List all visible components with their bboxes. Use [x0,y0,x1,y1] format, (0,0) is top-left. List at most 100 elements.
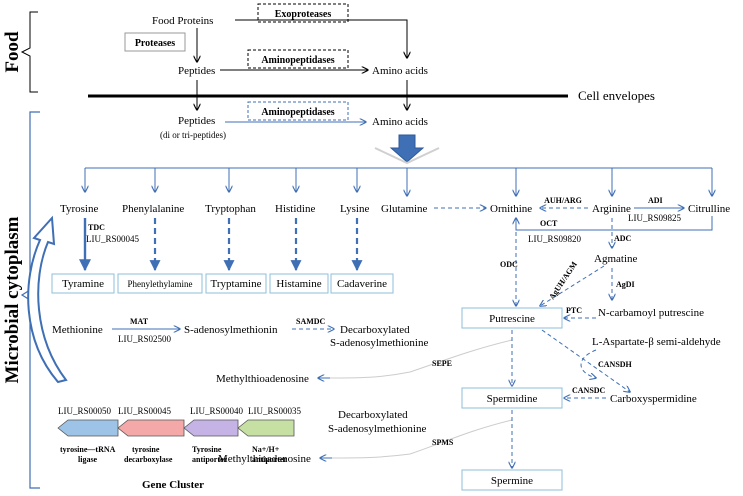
ptc-label: PTC [566,306,582,315]
spermidine-label: Spermidine [487,393,538,405]
tryptamine-label: Tryptamine [211,278,262,290]
spermine-label: Spermine [491,475,533,487]
adi-label: ADI [648,196,663,205]
tyramine-label: Tyramine [62,278,104,290]
gene-cluster: LIU_RS00050 LIU_RS00045 LIU_RS00040 LIU_… [57,406,302,491]
gene-arrow-1 [117,419,185,437]
food-side-label: Food [2,31,23,73]
sam-label: S-adenosylmethionin [184,324,278,336]
oct-label: OCT [540,219,558,228]
gene-id-3: LIU_RS00035 [248,406,302,416]
sepe-curve [325,339,513,379]
gene-label2-1: decarboxylase [124,455,173,464]
cyto-amino-acids-label: Amino acids [372,116,428,128]
aminopeptidases-cyto-label: Aminopeptidases [261,107,334,118]
exoproteases-box [257,3,349,23]
cadaverine-label: Cadaverine [337,278,387,290]
samdc-label: SAMDC [296,317,326,326]
phenylethylamine-box [117,273,203,294]
cansdc-label: CANSDC [572,386,606,395]
food-proteins-label: Food Proteins [152,15,213,27]
dcsam2-line1: Decarboxylated [338,409,408,421]
adc-label: ADC [614,234,632,243]
proteases-label: Proteases [135,38,175,49]
histidine-label: Histidine [275,203,315,215]
odc-label: ODC [500,260,518,269]
gene-arrow-3 [237,419,295,437]
histamine-box [269,273,329,294]
gene-arrow-2 [183,419,239,437]
cell-envelopes-label: Cell envelopes [578,88,655,103]
gene-id-1: LIU_RS00045 [118,406,172,416]
food-peptides-label: Peptides [178,65,215,77]
gene-label1-1: tyrosine [132,445,160,454]
carboxyspermidine-label: Carboxyspermidine [610,393,697,405]
food-brace [20,11,38,93]
dcsam2-line2: S-adenosylmethionine [328,423,426,435]
gene-label1-3: Na+/H+ [252,445,280,454]
exoproteases-label: Exoproteases [275,9,332,20]
gene-label2-3: antiporter [252,455,288,464]
methionine-label: Methionine [52,324,103,336]
gene-cluster-title: Gene Cluster [142,479,204,491]
putrescine-label: Putrescine [489,313,535,325]
food-proteins-to-amino-line [235,19,407,58]
cyto-peptides-label: Peptides [178,115,215,127]
phenylalanine-label: Phenylalanine [122,203,184,215]
tryptophan-label: Tryptophan [205,203,256,215]
putrescine-to-carboxyspermidine-arrow [541,329,630,392]
gene-label1-2: Tyrosine [192,445,222,454]
gene-id-0: LIU_RS00050 [58,406,112,416]
aminopeptidases-food-label: Aminopeptidases [261,55,334,66]
aminopeptidases-food-box [247,49,349,69]
agdi-label: AgDI [616,280,635,289]
gene-label2-0: ligase [78,455,98,464]
spms-label: SPMS [432,438,454,447]
dcsam-line2: S-adenosylmethionine [330,337,428,349]
spms-curve [329,419,513,459]
aminopeptidases-cyto-box [247,101,349,121]
tdc-label: TDC [88,223,105,232]
agmatine-to-putrescine-arrow [540,265,605,306]
citrulline-label: Citrulline [688,203,730,215]
oct-gene-label: LIU_RS09820 [528,234,582,244]
citrulline-to-ornithine-arrow [516,216,713,231]
phenylethylamine-label: Phenylethylamine [128,279,193,289]
gene-cluster-curved-arrow [27,215,68,384]
food-amino-acids-label: Amino acids [372,65,428,77]
spermidine-box [461,387,563,409]
big-down-arrow [389,134,425,163]
sepe-label: SEPE [432,359,452,368]
arginine-label: Arginine [592,203,631,215]
gene-arrow-0 [57,419,119,437]
ncp-label: N-carbamoyl putrescine [598,307,704,319]
mat-gene-label: LIU_RS02500 [118,334,172,344]
adi-gene-label: LIU_RS09825 [628,213,682,223]
mat-label: MAT [130,317,149,326]
mta-label: Methylthioadenosine [216,373,309,385]
tyrosine-label: Tyrosine [60,203,98,215]
gene-id-2: LIU_RS00040 [190,406,244,416]
gene-label1-0: tyrosine—tRNA [60,445,116,454]
tyramine-box [51,273,115,294]
tdc-gene-label: LIU_RS00045 [86,234,140,244]
histamine-label: Histamine [276,278,321,290]
tryptamine-box [205,273,267,294]
cytoplasm-brace [20,111,40,489]
chevron-shadow [374,147,440,165]
putrescine-box [461,307,563,329]
cansdh-label: CANSDH [598,360,633,369]
gene-label2-2: antiporter [192,455,228,464]
agmatine-label: Agmatine [594,253,637,265]
cytoplasm-side-label: Microbial cytoplasm [2,216,23,383]
aspartate-to-carboxyspermidine-arrow [580,349,596,378]
aguh-agm-label: AgUH/AGM [547,260,579,302]
mta2-label: Methylthioadenosine [218,453,311,465]
glutamine-label: Glutamine [381,203,428,215]
lysine-label: Lysine [340,203,369,215]
auh-arg-label: AUH/ARG [544,196,582,205]
spermine-box [461,469,563,491]
l-aspartate-label: L-Aspartate-β semi-aldehyde [592,336,721,348]
